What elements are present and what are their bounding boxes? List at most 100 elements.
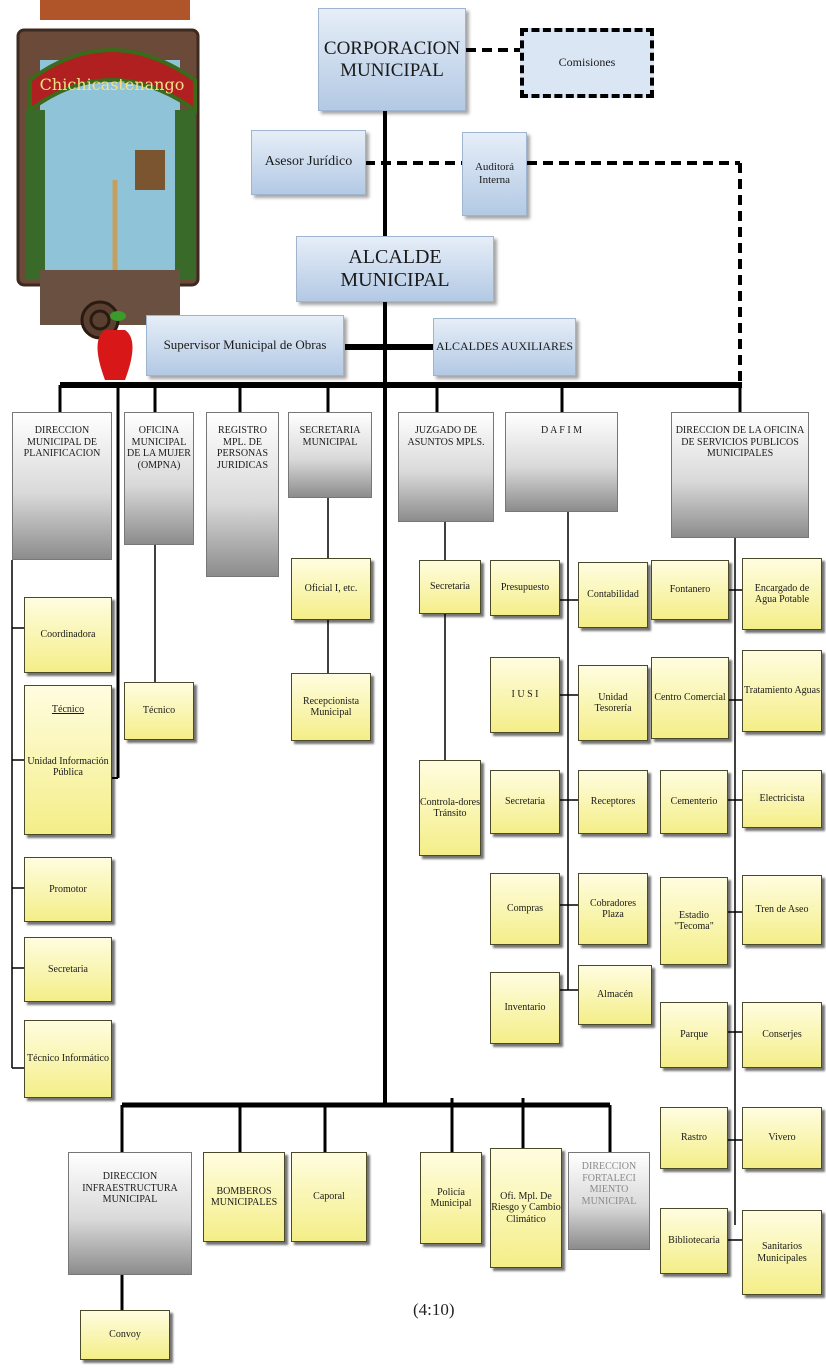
dept-secretaria: SECRETARIA MUNICIPAL (288, 412, 372, 498)
unit-contabilidad-label: Contabilidad (587, 589, 639, 601)
unit-tren-aseo-label: Tren de Aseo (755, 904, 809, 916)
unit-convoy: Convoy (80, 1310, 170, 1360)
unit-recepcionista-label: Recepcionista Municipal (302, 695, 360, 719)
unit-presupuesto: Presupuesto (490, 560, 560, 616)
logo-text: Chichicastenango (40, 75, 185, 94)
unit-bomberos-label: BOMBEROS MUNICIPALES (210, 1185, 278, 1209)
unit-rastro: Rastro (660, 1107, 728, 1169)
dept-registro: REGISTRO MPL. DE PERSONAS JURIDICAS (206, 412, 279, 577)
unit-conserjes-label: Conserjes (762, 1029, 802, 1041)
unit-contabilidad: Contabilidad (578, 562, 648, 628)
unit-compras: Compras (490, 873, 560, 945)
unit-oficial-label: Oficial I, etc. (304, 583, 358, 595)
alcalde-label: ALCALDE MUNICIPAL (340, 246, 450, 291)
unit-recepcionista: Recepcionista Municipal (291, 673, 371, 741)
unit-bibliotecaria: Bibliotecaria (660, 1208, 728, 1274)
unit-centro-comercial-label: Centro Comercial (654, 692, 726, 704)
dept-fortalecimiento-label: DIRECCION FORTALECI MIENTO MUNICIPAL (581, 1161, 637, 1207)
supervisor-obras-box: Supervisor Municipal de Obras (146, 315, 344, 376)
unit-encargado-agua: Encargado de Agua Potable (742, 558, 822, 630)
comisiones-label: Comisiones (558, 55, 616, 70)
unit-caporal-label: Caporal (313, 1191, 345, 1203)
unit-secretaria-dafim-label: Secretaria (505, 796, 545, 808)
unit-tecnico-info-label: Técnico Informático (27, 1053, 109, 1065)
dept-infraestructura: DIRECCION INFRAESTRUCTURA MUNICIPAL (68, 1152, 192, 1275)
dept-servicios-label: DIRECCION DE LA OFICINA DE SERVICIOS PUB… (675, 425, 805, 459)
unit-controladores-transito: Controla-dores Tránsito (419, 760, 481, 856)
corporacion-label: CORPORACION MUNICIPAL (323, 37, 461, 81)
unit-parque-label: Parque (680, 1029, 708, 1041)
dept-mujer: OFICINA MUNICIPAL DE LA MUJER (OMPNA) (124, 412, 194, 545)
dept-planificacion-label: DIRECCION MUNICIPAL DE PLANIFICACION (23, 425, 101, 459)
unit-rastro-label: Rastro (680, 1132, 708, 1144)
unit-fontanero: Fontanero (651, 560, 729, 620)
dept-dafim-label: D A F I M (540, 425, 583, 436)
unit-cobradores-plaza: Cobradores Plaza (578, 873, 648, 945)
unit-promotor-label: Promotor (49, 883, 87, 895)
unit-convoy-label: Convoy (109, 1329, 141, 1341)
unit-tren-aseo: Tren de Aseo (742, 875, 822, 945)
unit-estadio-label: Estadio "Tecoma" (674, 909, 714, 933)
asesor-juridico-box: Asesor Jurídico (251, 130, 366, 195)
unit-cementerio: Cementerio (660, 770, 728, 834)
unit-policia: Policía Municipal (420, 1152, 482, 1244)
unit-cobradores-label: Cobradores Plaza (589, 897, 637, 921)
unit-tecnico-mujer-label: Técnico (142, 705, 176, 717)
unit-centro-comercial: Centro Comercial (651, 657, 729, 739)
unit-inventario: Inventario (490, 972, 560, 1044)
footer-page-label: (4:10) (413, 1300, 455, 1319)
dept-fortalecimiento: DIRECCION FORTALECI MIENTO MUNICIPAL (568, 1152, 650, 1250)
dept-planificacion: DIRECCION MUNICIPAL DE PLANIFICACION (12, 412, 112, 560)
auditoria-interna-box: Auditorá Interna (462, 132, 527, 216)
municipal-logo: Chichicastenango (16, 0, 200, 380)
unit-unidad-info-label: Unidad Información Pública (27, 755, 109, 779)
dept-juzgado: JUZGADO DE ASUNTOS MPLS. (398, 412, 494, 522)
unit-secretaria-juzgado-label: Secretaria (430, 581, 470, 593)
dept-dafim: D A F I M (505, 412, 618, 512)
unit-bibliotecaria-label: Bibliotecaria (668, 1235, 720, 1247)
auditoria-label: Auditorá Interna (474, 161, 515, 186)
unit-secretaria-juzgado: Secretaria (419, 560, 481, 614)
unit-receptores-label: Receptores (590, 796, 636, 808)
unit-sanitarios: Sanitarios Municipales (742, 1210, 822, 1295)
unit-almacen-label: Almacén (596, 989, 634, 1001)
unit-estadio: Estadio "Tecoma" (660, 877, 728, 965)
unit-fontanero-label: Fontanero (669, 584, 711, 596)
unit-tecnico-title: Técnico (51, 704, 85, 715)
unit-secretaria-label: Secretaria (48, 963, 88, 975)
alcalde-municipal-box: ALCALDE MUNICIPAL (296, 236, 494, 302)
unit-controladores-label: Controla-dores Tránsito (420, 796, 480, 820)
dept-servicios-publicos: DIRECCION DE LA OFICINA DE SERVICIOS PUB… (671, 412, 809, 538)
unit-iusi-label: I U S I (511, 689, 539, 701)
unit-receptores: Receptores (578, 770, 648, 834)
dept-mujer-label: OFICINA MUNICIPAL DE LA MUJER (OMPNA) (127, 425, 191, 471)
unit-encargado-agua-label: Encargado de Agua Potable (754, 582, 810, 606)
unit-oficial: Oficial I, etc. (291, 558, 371, 620)
comisiones-box: Comisiones (520, 28, 654, 98)
unit-electricista: Electricista (742, 770, 822, 828)
unit-unidad-tesoreria: Unidad Tesorería (578, 665, 648, 741)
auxiliares-label: ALCALDES AUXILIARES (436, 339, 573, 354)
unit-tecnico-informatico: Técnico Informático (24, 1020, 112, 1098)
corporacion-municipal-box: CORPORACION MUNICIPAL (318, 8, 466, 111)
unit-secretaria-dafim: Secretaria (490, 770, 560, 834)
dept-registro-label: REGISTRO MPL. DE PERSONAS JURIDICAS (216, 425, 269, 471)
unit-coordinadora: Coordinadora (24, 597, 112, 673)
unit-caporal: Caporal (291, 1152, 367, 1242)
unit-tratamiento-label: Tratamiento Aguas (743, 685, 820, 697)
asesor-label: Asesor Jurídico (264, 154, 353, 170)
dept-infraestructura-label: DIRECCION INFRAESTRUCTURA MUNICIPAL (82, 1171, 178, 1205)
unit-parque: Parque (660, 1002, 728, 1068)
unit-electricista-label: Electricista (759, 793, 805, 805)
unit-tecnico-unidad-informacion: Técnico Unidad Información Pública (24, 685, 112, 835)
dept-secretaria-label: SECRETARIA MUNICIPAL (299, 425, 361, 448)
unit-presupuesto-label: Presupuesto (500, 582, 550, 594)
unit-bomberos: BOMBEROS MUNICIPALES (203, 1152, 285, 1242)
unit-ofi-riesgo: Ofi. Mpl. De Riesgo y Cambio Climático (490, 1148, 562, 1268)
unit-cementerio-label: Cementerio (670, 796, 718, 808)
unit-tecnico-mujer: Técnico (124, 682, 194, 740)
unit-tesoreria-label: Unidad Tesorería (594, 691, 632, 715)
unit-vivero: Vivero (742, 1107, 822, 1169)
unit-promotor: Promotor (24, 857, 112, 922)
